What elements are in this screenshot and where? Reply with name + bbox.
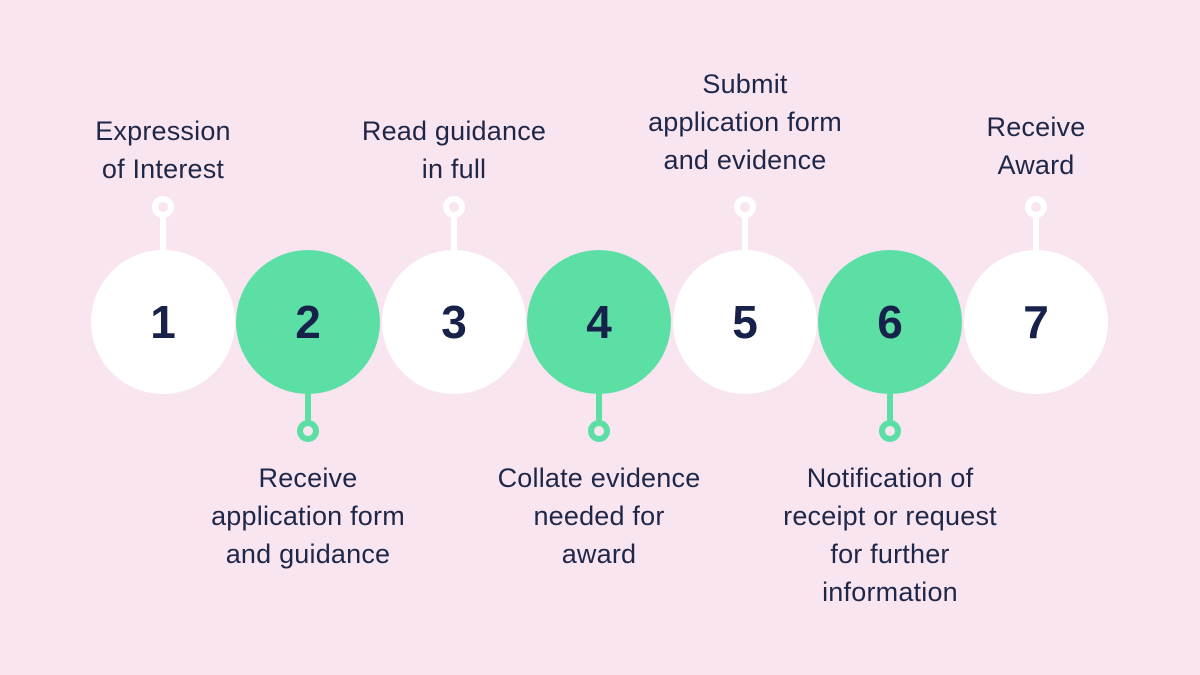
connector-stem — [887, 392, 893, 422]
connector-stem — [596, 392, 602, 422]
step-label: Read guidance in full — [361, 116, 547, 184]
timeline-step-7: Receive Award 7 — [916, 0, 1156, 675]
step-number: 2 — [295, 296, 321, 348]
connector-stem — [305, 392, 311, 422]
connector-stem — [742, 215, 748, 253]
step-number: 3 — [441, 296, 467, 348]
connector-stem — [160, 215, 166, 253]
step-number: 5 — [732, 296, 758, 348]
timeline-step-2: 2 Receive application form and guidance — [188, 0, 428, 675]
step-number: 1 — [150, 296, 176, 348]
step-circle: 3 — [382, 250, 526, 394]
step-circle: 6 — [818, 250, 962, 394]
step-number: 4 — [586, 296, 612, 348]
connector-ring-icon — [297, 420, 319, 442]
step-number: 7 — [1023, 296, 1049, 348]
step-circle: 1 — [91, 250, 235, 394]
connector-ring-icon — [588, 420, 610, 442]
step-label: Submit application form and evidence — [648, 69, 842, 175]
step-circle: 7 — [964, 250, 1108, 394]
step-circle: 2 — [236, 250, 380, 394]
step-number: 6 — [877, 296, 903, 348]
connector-ring-icon — [879, 420, 901, 442]
timeline-step-6: 6 Notification of receipt or request for… — [770, 0, 1010, 675]
timeline-step-1: Expression of Interest 1 — [43, 0, 283, 675]
connector-stem — [451, 215, 457, 253]
step-label: Notification of receipt or request for f… — [783, 463, 997, 607]
timeline-step-5: Submit application form and evidence 5 — [625, 0, 865, 675]
step-label: Receive application form and guidance — [211, 463, 405, 569]
timeline-step-3: Read guidance in full 3 — [334, 0, 574, 675]
step-circle: 5 — [673, 250, 817, 394]
step-label: Expression of Interest — [95, 116, 231, 184]
step-circle: 4 — [527, 250, 671, 394]
step-label: Collate evidence needed for award — [497, 463, 701, 569]
step-label: Receive Award — [986, 112, 1086, 180]
timeline-step-4: 4 Collate evidence needed for award — [479, 0, 719, 675]
connector-stem — [1033, 215, 1039, 253]
